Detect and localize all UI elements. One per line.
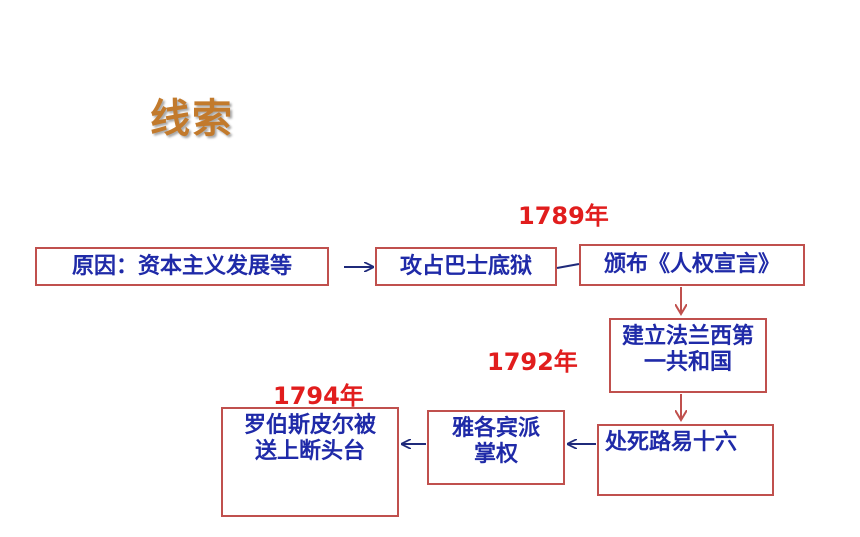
node-bastille-label: 攻占巴士底狱 (399, 253, 532, 279)
node-bastille: 攻占巴士底狱 (375, 247, 557, 286)
node-jacobin-label: 雅各宾派掌权 (451, 416, 540, 467)
page-title: 线索 (150, 96, 234, 142)
node-execution: 处死路易十六 (597, 424, 774, 496)
connector-bastille-to-declaration (556, 263, 580, 269)
node-republic-label: 建立法兰西第一共和国 (621, 324, 754, 375)
node-cause: 原因：资本主义发展等 (35, 247, 329, 286)
node-declaration: 颁布《人权宣言》 (579, 244, 805, 286)
node-declaration-label: 颁布《人权宣言》 (603, 252, 780, 277)
year-label-1789: 1789年 (518, 202, 609, 230)
node-cause-label: 原因：资本主义发展等 (71, 253, 292, 279)
node-robespierre-label: 罗伯斯皮尔被送上断头台 (243, 413, 376, 464)
year-label-1794: 1794年 (273, 382, 364, 410)
node-robespierre: 罗伯斯皮尔被送上断头台 (221, 407, 399, 517)
year-label-1792: 1792年 (487, 348, 578, 376)
node-jacobin: 雅各宾派掌权 (427, 410, 565, 485)
node-republic: 建立法兰西第一共和国 (609, 318, 767, 393)
node-execution-label: 处死路易十六 (605, 430, 738, 455)
